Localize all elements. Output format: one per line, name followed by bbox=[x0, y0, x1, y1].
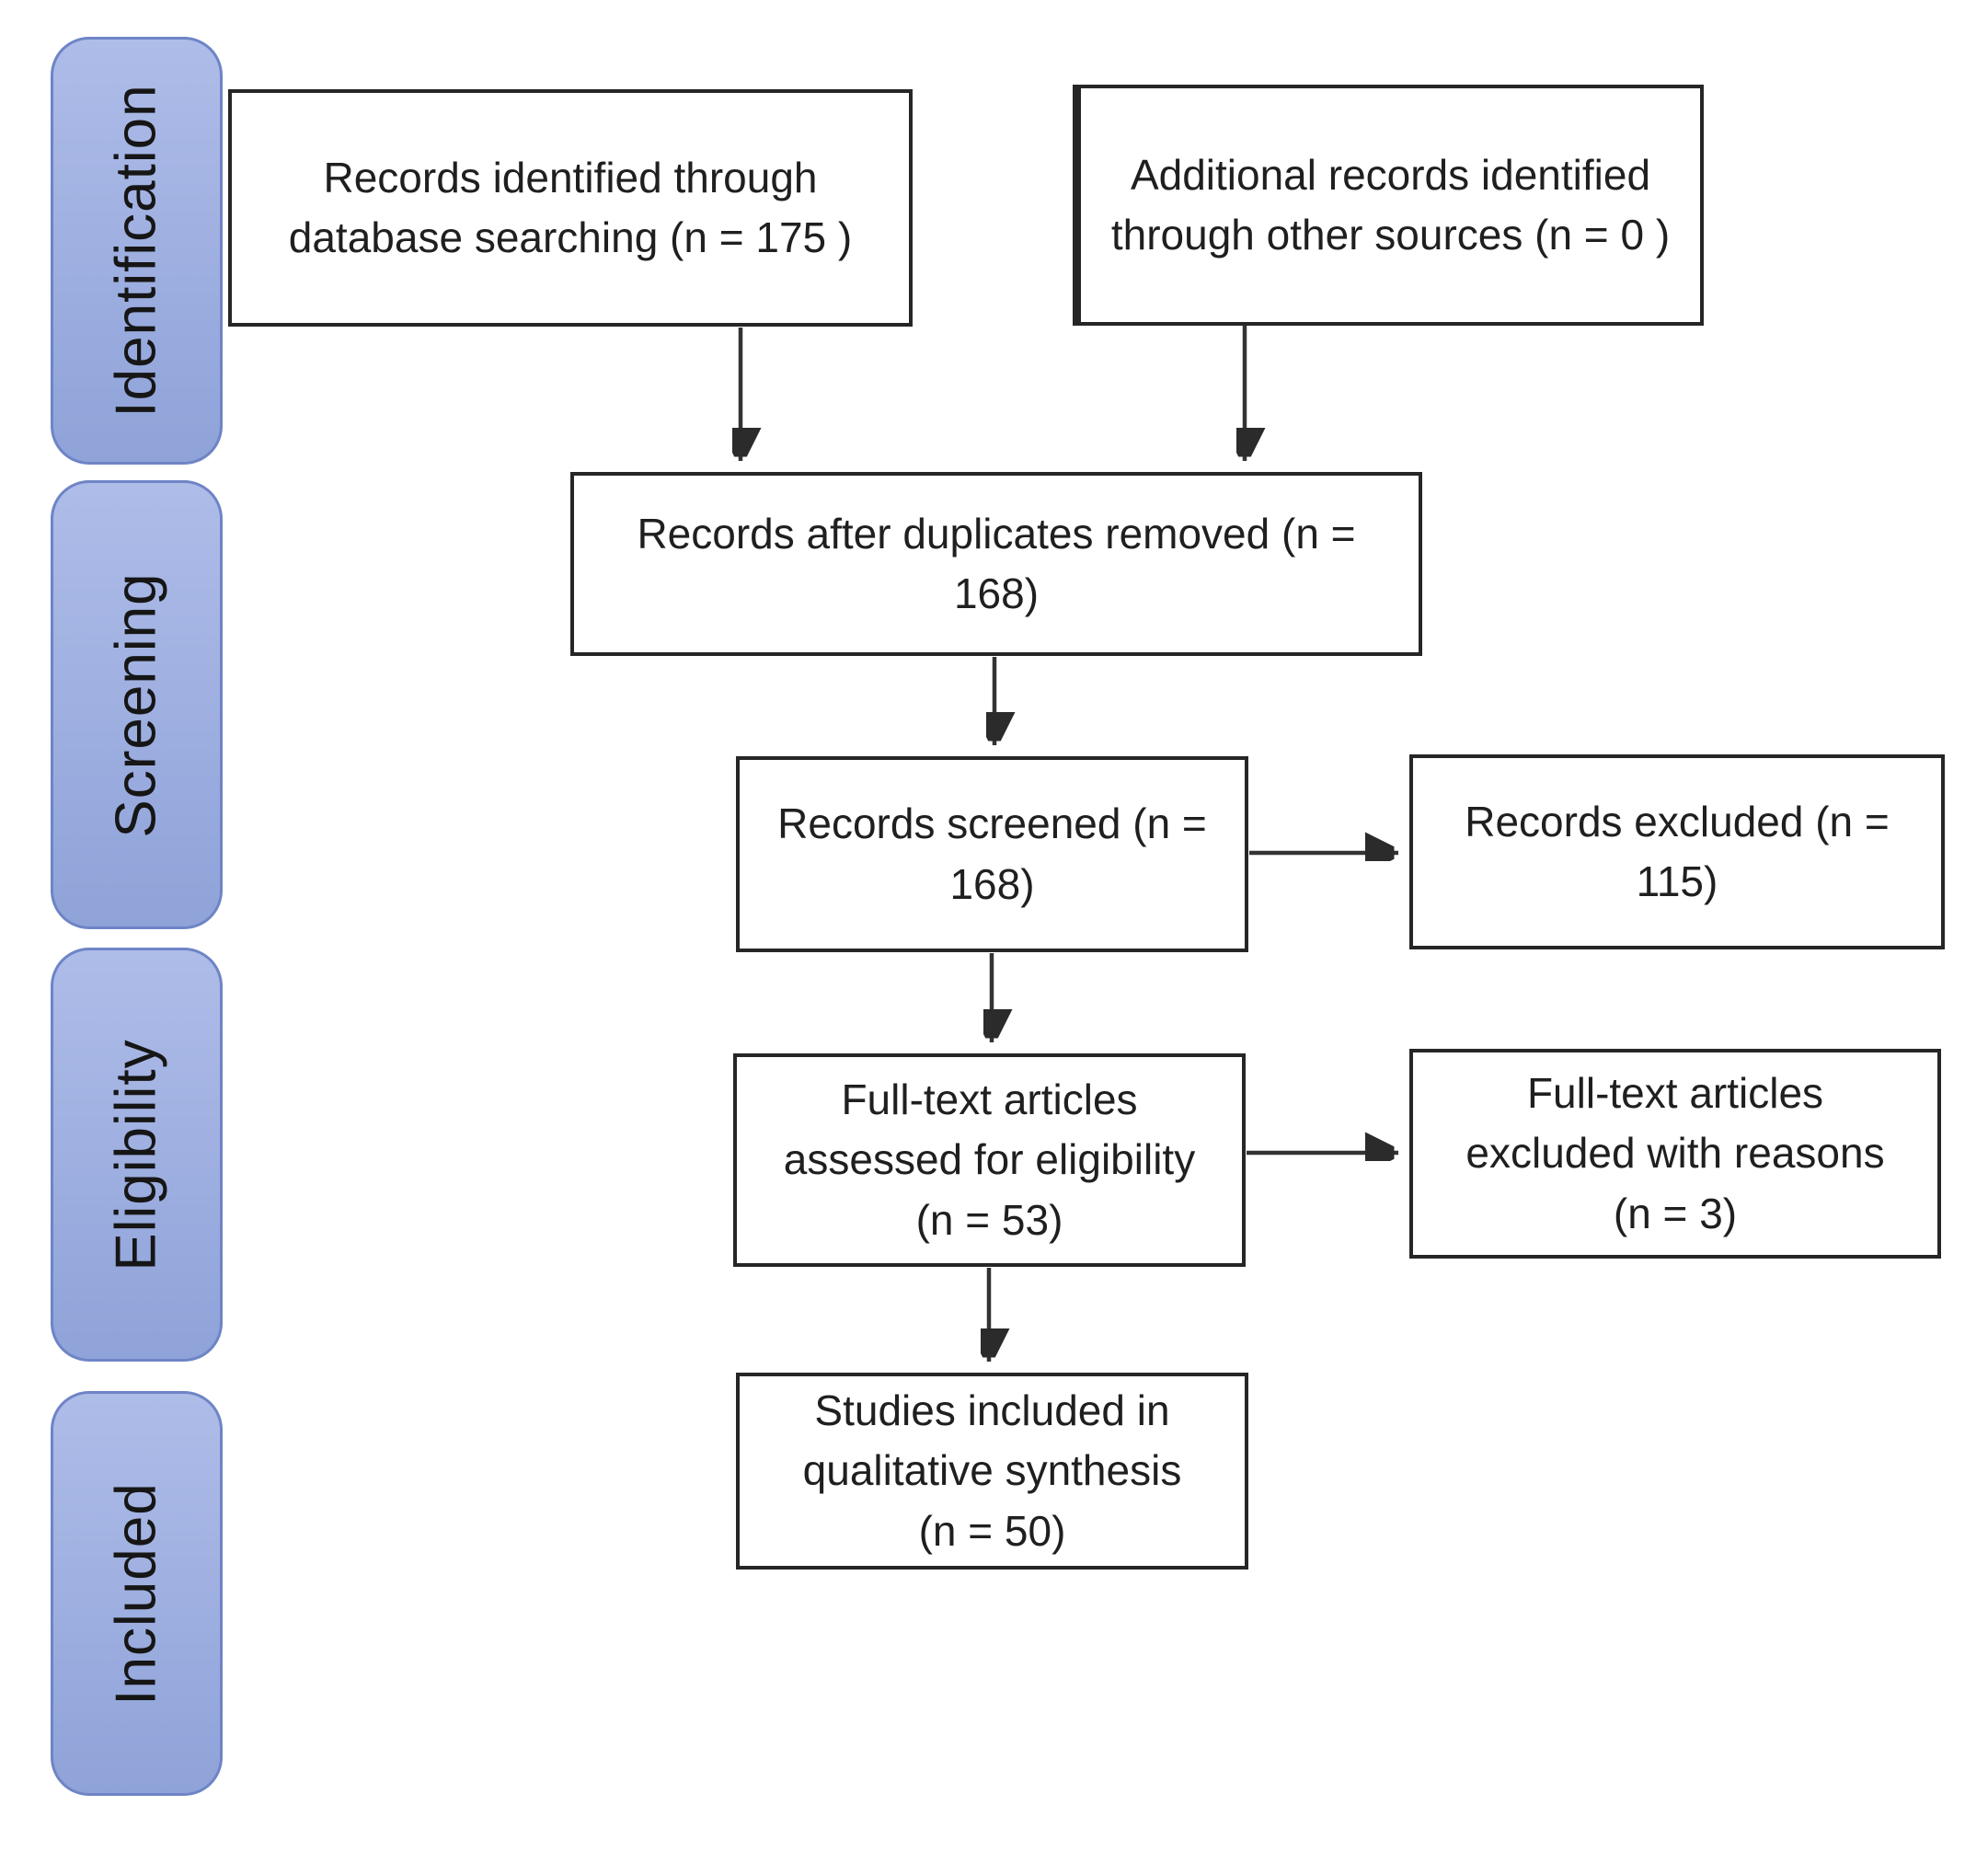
flow-box-additional-records: Additional records identified through ot… bbox=[1073, 85, 1704, 326]
stage-eligibility: Eligibility bbox=[51, 948, 223, 1362]
flow-box-duplicates-removed-label: Records after duplicates removed (n = 16… bbox=[637, 509, 1356, 617]
flow-box-records-excluded: Records excluded (n = 115) bbox=[1409, 754, 1945, 949]
flow-box-studies-included: Studies included in qualitative synthesi… bbox=[736, 1373, 1248, 1570]
flow-box-additional-records-label: Additional records identified through ot… bbox=[1110, 150, 1671, 259]
stage-included: Included bbox=[51, 1391, 223, 1796]
flow-box-fulltext-assessed: Full-text articles assessed for eligibil… bbox=[733, 1053, 1246, 1267]
flow-box-records-excluded-label: Records excluded (n = 115) bbox=[1465, 797, 1890, 905]
flow-box-records-identified-label: Records identified through database sear… bbox=[288, 153, 853, 261]
flow-box-fulltext-assessed-label: Full-text articles assessed for eligibil… bbox=[783, 1075, 1196, 1244]
flow-box-fulltext-excluded-label: Full-text articles excluded with reasons… bbox=[1465, 1069, 1885, 1237]
flow-box-records-screened: Records screened (n = 168) bbox=[736, 756, 1248, 952]
stage-identification: Identification bbox=[51, 37, 223, 465]
flow-box-studies-included-label: Studies included in qualitative synthesi… bbox=[802, 1386, 1182, 1555]
flow-box-records-identified: Records identified through database sear… bbox=[228, 89, 913, 327]
flow-box-duplicates-removed: Records after duplicates removed (n = 16… bbox=[570, 472, 1422, 656]
flow-box-fulltext-excluded: Full-text articles excluded with reasons… bbox=[1409, 1049, 1941, 1259]
flow-box-records-screened-label: Records screened (n = 168) bbox=[777, 799, 1207, 908]
stage-screening: Screening bbox=[51, 480, 223, 929]
